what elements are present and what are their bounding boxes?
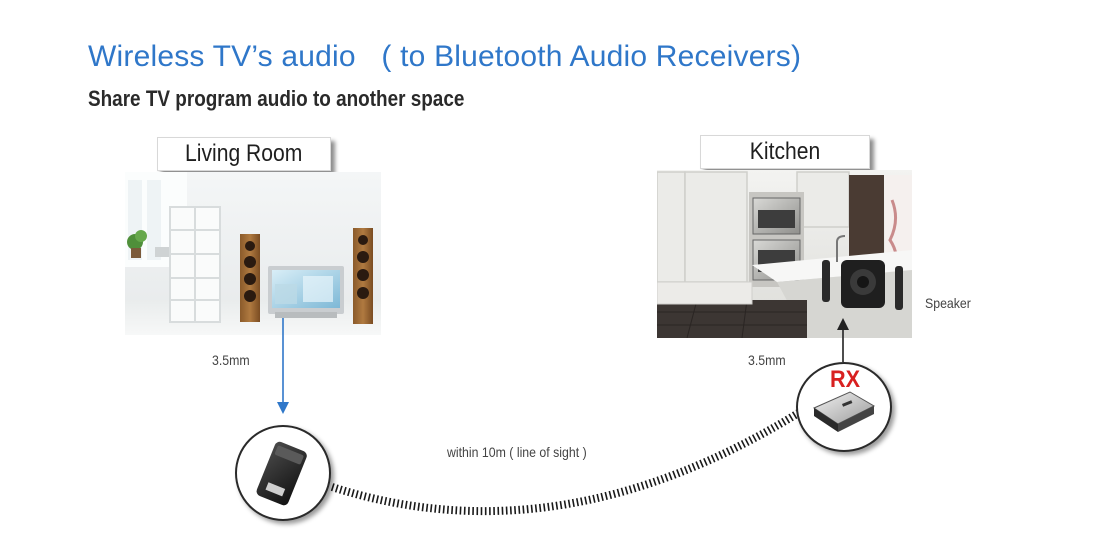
living-room-label-text: Living Room (185, 140, 303, 167)
range-note: within 10m ( line of sight ) (447, 444, 587, 460)
receiver-device (796, 362, 892, 452)
receiver-label: RX (830, 366, 861, 393)
kitchen-label-text: Kitchen (749, 138, 821, 165)
tv-cable-label: 3.5mm (212, 352, 250, 368)
transmitter-device (235, 425, 331, 521)
speaker-label: Speaker (925, 295, 971, 311)
kitchen-illustration (657, 170, 912, 338)
transmitter-icon (256, 441, 307, 506)
living-room-illustration (125, 172, 381, 335)
speaker-cable-label: 3.5mm (748, 352, 786, 368)
receiver-icon (812, 391, 876, 432)
kitchen-label: Kitchen (700, 135, 870, 169)
living-room-photo (125, 172, 381, 335)
receiver-to-speaker-arrow (837, 318, 849, 362)
diagram-subtitle: Share TV program audio to another space (88, 86, 465, 111)
tv-to-transmitter-arrow (277, 318, 289, 414)
diagram-title: Wireless TV’s audio ( to Bluetooth Audio… (88, 40, 802, 73)
wireless-link-wave (330, 408, 803, 516)
living-room-label: Living Room (157, 137, 331, 171)
kitchen-photo (657, 170, 912, 338)
